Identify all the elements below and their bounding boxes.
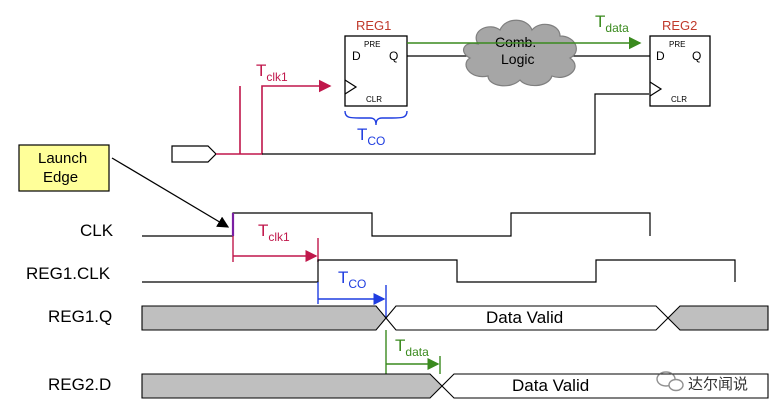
- cloud-label-2: Logic: [501, 51, 534, 67]
- clk-waveform: [142, 212, 651, 237]
- reg1-box: [344, 35, 408, 107]
- signal-label-reg1-clk: REG1.CLK: [26, 264, 111, 283]
- reg2-clock-triangle: [649, 81, 663, 97]
- cloud-label-1: Comb.: [495, 34, 536, 50]
- tco-brace: [344, 110, 408, 126]
- launch-edge-label-2: Edge: [43, 169, 78, 186]
- signal-label-reg2-d: REG2.D: [48, 375, 111, 394]
- reg2-box: [649, 35, 711, 107]
- reg1-clk-waveform: [142, 259, 736, 283]
- reg2-d-data-valid-label: Data Valid: [512, 376, 589, 395]
- tclk1-schematic-label: Tclk1: [256, 61, 288, 84]
- reg2-d-valid-window: [441, 373, 769, 399]
- reg1-q-invalid-left: [141, 305, 387, 331]
- wechat-logo-icon: [656, 371, 684, 392]
- reg2-pin-q: Q: [692, 49, 701, 63]
- watermark-text: 达尔闻说: [688, 375, 748, 393]
- tdata-schematic-label: Tdata: [595, 12, 629, 35]
- clk1-path: [216, 79, 332, 155]
- tco-timing-label: TCO: [338, 268, 366, 291]
- reg1-pin-clr: CLR: [366, 95, 382, 104]
- reg2-d-invalid-left: [141, 373, 443, 399]
- reg1-pin-q: Q: [389, 49, 398, 63]
- comb-logic-cloud: [462, 19, 577, 87]
- signal-label-clk: CLK: [80, 221, 114, 240]
- reg1-clock-triangle: [344, 79, 358, 95]
- reg2-pin-d: D: [656, 49, 665, 63]
- reg2-pin-pre: PRE: [669, 40, 685, 49]
- reg1-q-invalid-right: [667, 305, 769, 331]
- reg1-title: REG1: [356, 18, 391, 33]
- tco-schematic-label: TCO: [357, 125, 385, 148]
- signal-label-reg1-q: REG1.Q: [48, 307, 112, 326]
- reg1-q-data-valid-label: Data Valid: [486, 308, 563, 327]
- tclk1-timing-label: Tclk1: [258, 221, 290, 244]
- launch-edge-pointer: [111, 157, 230, 228]
- reg1-pin-d: D: [352, 49, 361, 63]
- launch-edge-box: [18, 144, 110, 192]
- tdata-timing-label: Tdata: [395, 336, 429, 359]
- reg2-pin-clr: CLR: [671, 95, 687, 104]
- clk2-path: [262, 93, 649, 155]
- launch-edge-label-1: Launch: [38, 150, 87, 167]
- clock-input-buffer: [171, 145, 217, 163]
- reg1-pin-pre: PRE: [364, 40, 380, 49]
- reg2-title: REG2: [662, 18, 697, 33]
